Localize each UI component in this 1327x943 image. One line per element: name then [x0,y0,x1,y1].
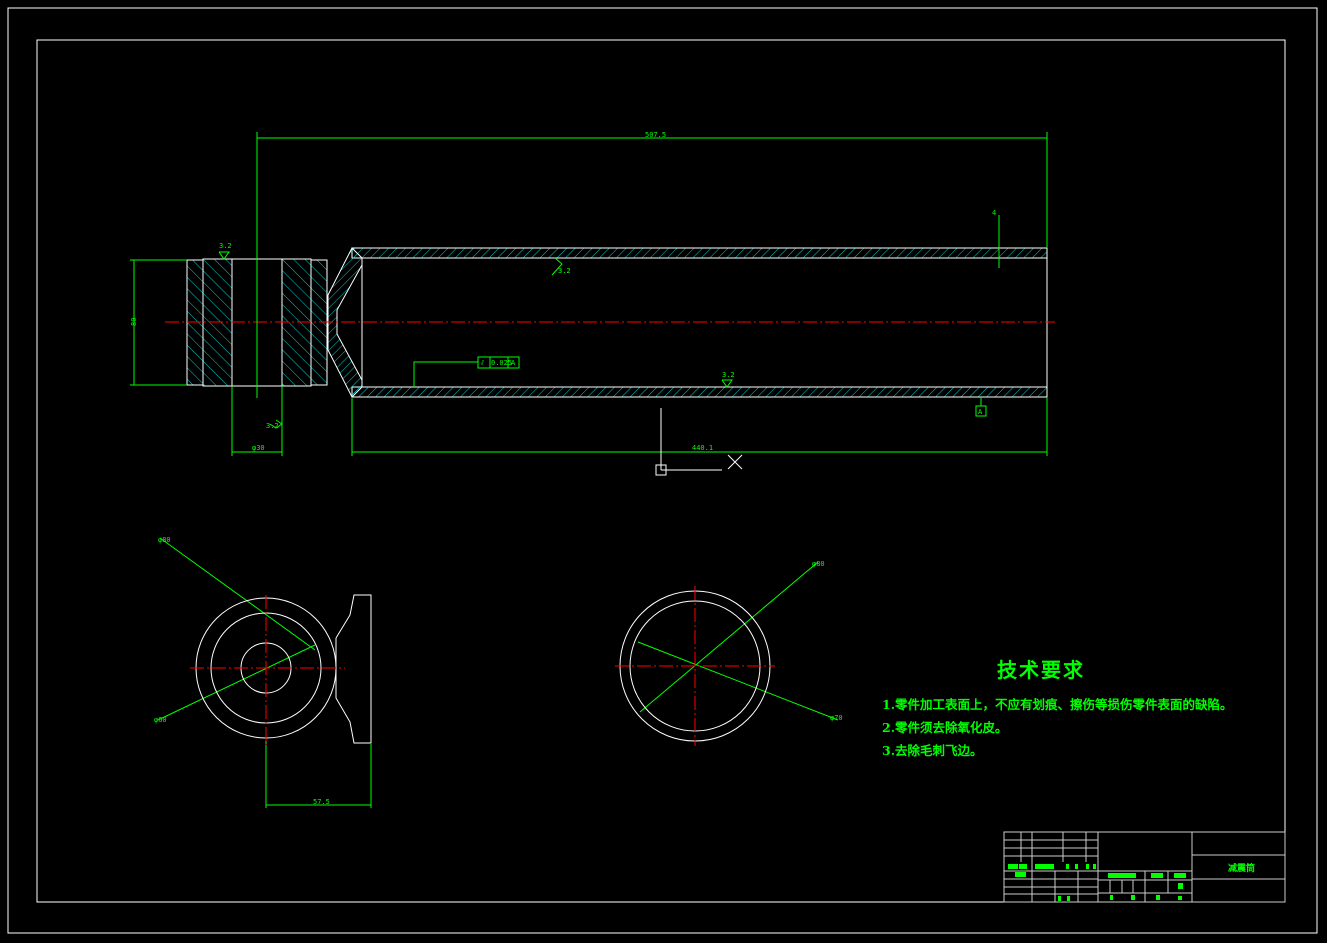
tolerance-symbol: ⫽ [480,359,485,367]
dimension-lines [130,132,1048,808]
dim-left-bore: φ30 [252,444,265,452]
tech-requirement-3: 3.去除毛刺飞边。 [882,743,983,758]
tolerance-datum: A [511,359,516,367]
tolerance-value: 0.025 [491,359,512,367]
outer-border [7,7,1318,934]
right-end-view [615,586,775,746]
roughness-4: 3.2 [266,422,279,430]
part-name: 减震筒 [1228,864,1256,874]
dim-side-offset: 57.5 [313,798,330,806]
ucs-icon [655,408,743,476]
dim-left-circle2: φ60 [154,716,167,724]
dim-wall: 4 [992,209,996,217]
title-block [1003,831,1286,903]
roughness-2: 3.2 [558,267,571,275]
roughness-1: 3.2 [219,242,232,250]
inner-frame [36,39,1286,903]
dim-right-circle: φ80 [812,560,825,568]
datum-label: A [978,408,983,416]
dim-left-circle: φ80 [158,536,171,544]
dim-total-length: 507.5 [645,131,666,139]
dim-left-height: 80 [130,318,138,326]
tech-requirements-title: 技术要求 [997,658,1085,682]
dim-right-circle2: φ70 [830,714,843,722]
title-block-labels [1008,864,1186,901]
tech-requirement-2: 2.零件须去除氧化皮。 [882,720,1008,735]
dim-tube-length: 440.1 [692,444,713,452]
roughness-3: 3.2 [722,371,735,379]
tube-section [327,247,1048,398]
tech-requirement-1: 1.零件加工表面上，不应有划痕、擦伤等损伤零件表面的缺陷。 [882,697,1233,712]
left-end-view [190,594,372,745]
